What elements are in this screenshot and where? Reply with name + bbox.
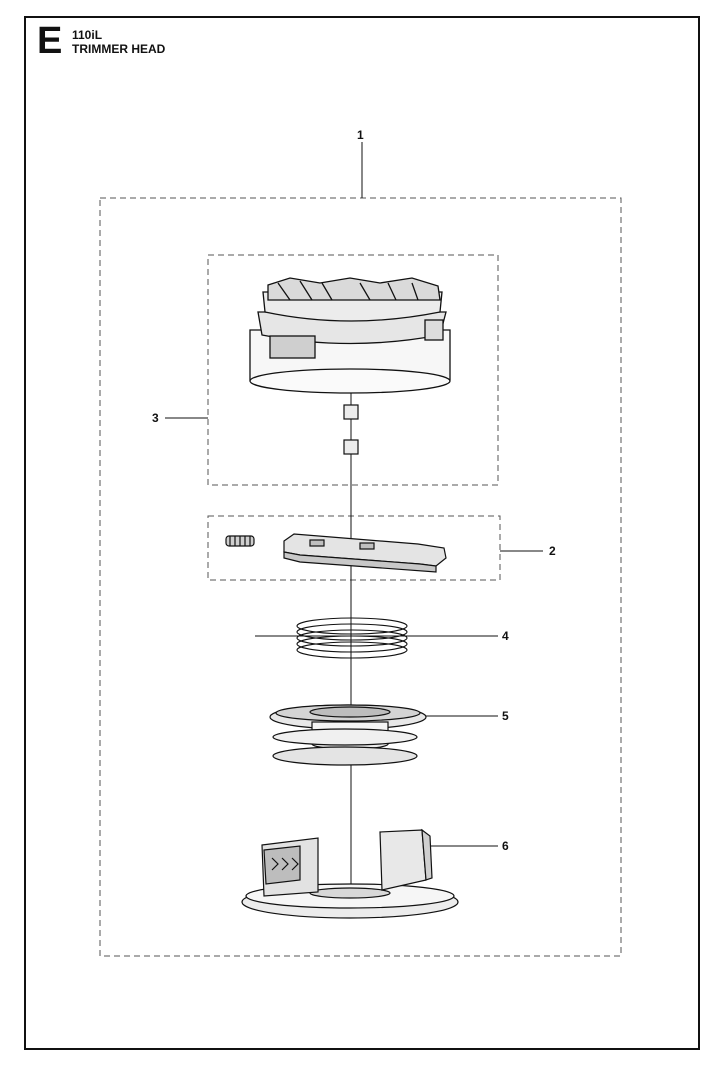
spacer-lower (343, 439, 359, 455)
callout-6: 6 (502, 839, 509, 853)
part-6-base-cover (241, 828, 459, 919)
callout-2: 2 (549, 544, 556, 558)
callout-1: 1 (357, 128, 364, 142)
spring-icon (225, 535, 255, 547)
callout-4: 4 (502, 629, 509, 643)
part-2-spring-and-slide (225, 533, 447, 573)
section-letter: E (37, 20, 63, 62)
assembly-box-1 (99, 197, 622, 957)
callout-5: 5 (502, 709, 509, 723)
subassembly-box-3 (207, 254, 499, 486)
part-4-trimmer-line (255, 617, 420, 659)
diagram-title: TRIMMER HEAD (72, 42, 166, 56)
page-border (24, 16, 700, 1050)
part-5-spool (269, 704, 427, 766)
model-name: 110iL (72, 28, 103, 42)
callout-3: 3 (152, 411, 159, 425)
part-3-housing (249, 277, 451, 394)
subassembly-box-2 (207, 515, 501, 581)
spacer-upper (343, 404, 359, 420)
